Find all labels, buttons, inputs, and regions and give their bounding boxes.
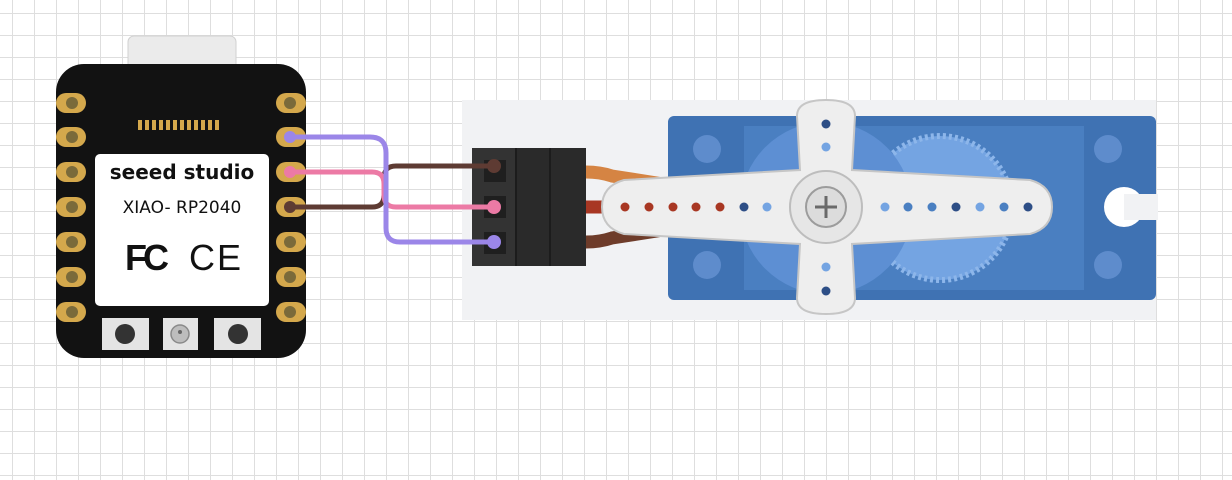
pin-pad[interactable] [56, 232, 86, 252]
usb-contacts [138, 120, 219, 130]
servo-motor[interactable] [462, 98, 1158, 320]
pin-pad[interactable] [276, 267, 306, 287]
pin-pad[interactable] [276, 93, 306, 113]
model-label: XIAO- RP2040 [123, 198, 242, 218]
pin-pad[interactable] [56, 162, 86, 182]
pin-pad[interactable] [56, 127, 86, 147]
rgb-led [163, 318, 198, 350]
board-label-area [95, 154, 269, 306]
screw-cross-icon [815, 196, 837, 218]
pin-pad[interactable] [56, 197, 86, 217]
left-pin-header [56, 93, 86, 322]
connector-pin-ground[interactable] [487, 159, 501, 173]
reset-button[interactable] [102, 318, 149, 350]
ce-mark: CE [189, 237, 243, 278]
connector-pin-power[interactable] [487, 200, 501, 214]
fcc-mark: FC [125, 237, 169, 278]
pin-pad[interactable] [56, 93, 86, 113]
boot-button[interactable] [214, 318, 261, 350]
wiring [287, 134, 497, 245]
brand-label: seeed studio [110, 160, 255, 184]
wire-signal[interactable] [287, 134, 497, 245]
xiao-rp2040-board[interactable]: seeed studio XIAO- RP2040 FC CE [56, 35, 306, 358]
pin-pad[interactable] [276, 302, 306, 322]
connector-pins [487, 159, 501, 249]
connector-pin-signal[interactable] [487, 235, 501, 249]
pin-pad[interactable] [56, 302, 86, 322]
servo-horn[interactable] [600, 98, 1054, 316]
pin-pad[interactable] [56, 267, 86, 287]
pin-pad[interactable] [276, 232, 306, 252]
